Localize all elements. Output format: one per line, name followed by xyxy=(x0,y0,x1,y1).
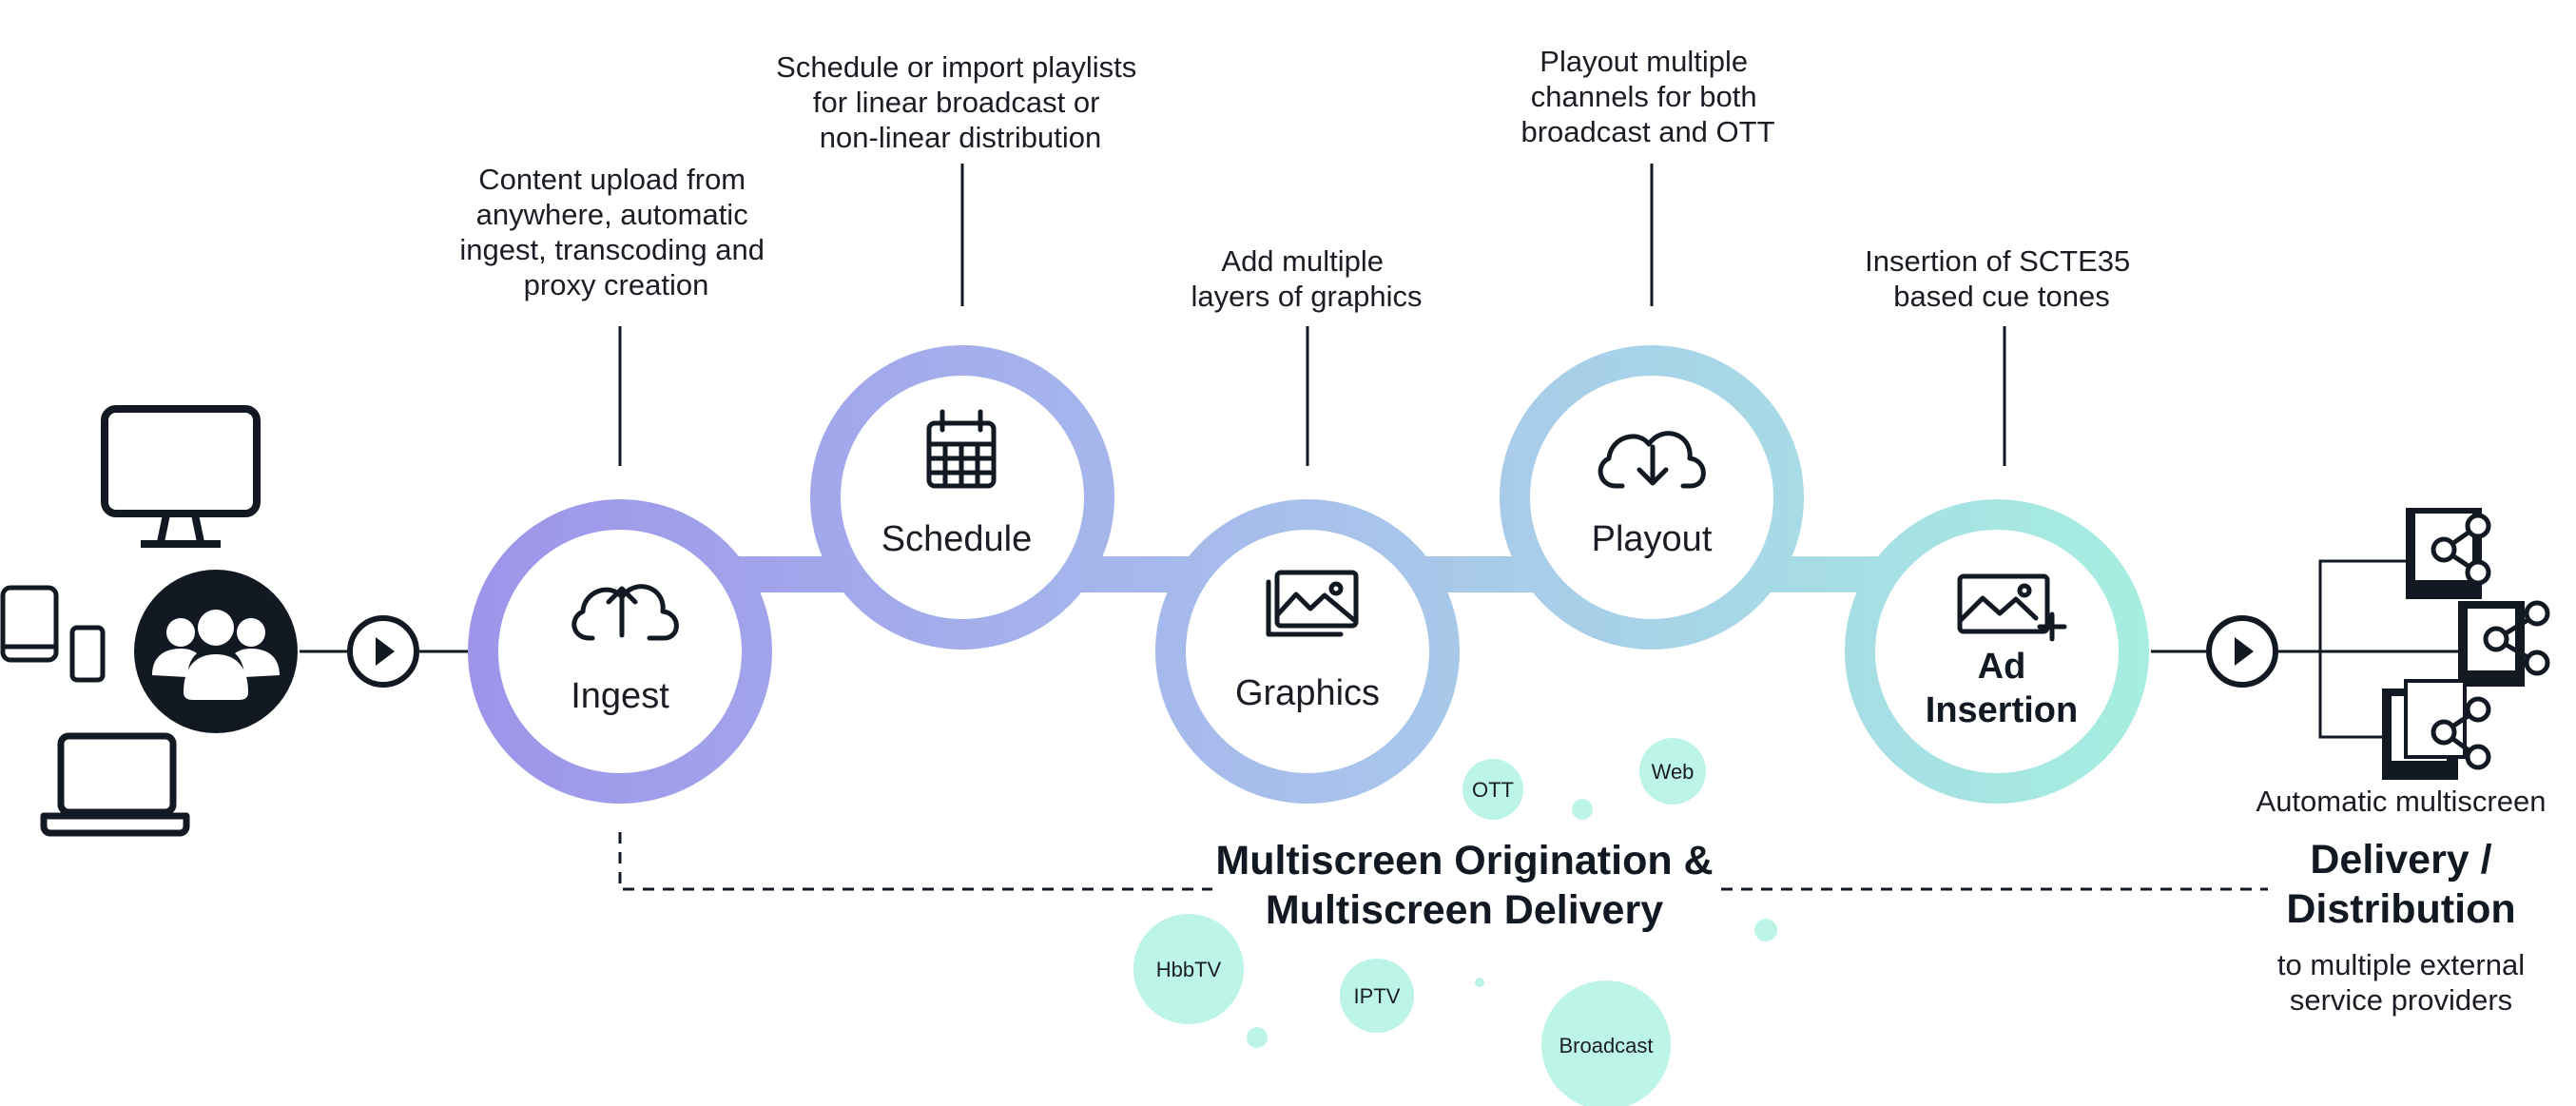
monitor-icon xyxy=(101,405,261,548)
step-label-schedule: Schedule xyxy=(881,519,1032,559)
share-screen-icon-top xyxy=(2406,508,2491,599)
bubble-label-iptv: IPTV xyxy=(1354,984,1401,1008)
bubble-iptv xyxy=(1340,959,1414,1033)
bubble-label-ott: OTT xyxy=(1472,778,1514,802)
delivery-title-line1: Delivery / xyxy=(2310,837,2491,883)
image-add-icon xyxy=(1957,573,2067,642)
annotation-playout: Playout multiple channels for both broad… xyxy=(1520,45,1774,148)
delivery-top-text: Automatic multiscreen xyxy=(2256,785,2547,818)
channel-bubbles xyxy=(1133,738,1777,1106)
tablet-icon xyxy=(0,585,59,663)
cloud-download-icon xyxy=(1598,431,1706,489)
bubble-ott xyxy=(1462,759,1523,820)
step-label-ad: Ad xyxy=(1978,647,2026,687)
bubble-label-hbbtv: HbbTV xyxy=(1156,958,1222,981)
bubble-label-broadcast: Broadcast xyxy=(1559,1034,1653,1057)
step-label-playout: Playout xyxy=(1592,519,1713,559)
laptop-icon xyxy=(40,732,190,837)
delivery-bottom-line2: service providers xyxy=(2290,983,2512,1017)
annotation-ad-insertion: Insertion of SCTE35 based cue tones xyxy=(1865,244,2139,313)
annotation-schedule: Schedule or import playlists for linear … xyxy=(776,50,1145,154)
annotation-ingest: Content upload from anywhere, automatic … xyxy=(459,163,772,301)
step-label-graphics: Graphics xyxy=(1235,673,1380,713)
center-title-line1: Multiscreen Origination & xyxy=(1215,838,1713,883)
bubble-web xyxy=(1639,738,1706,805)
step-label-insertion: Insertion xyxy=(1926,690,2078,730)
bubble-broadcast xyxy=(1541,980,1671,1106)
calendar-icon xyxy=(926,409,997,489)
phone-icon xyxy=(69,625,106,683)
image-layers-icon xyxy=(1266,570,1359,637)
cloud-upload-icon xyxy=(571,584,679,641)
distribution-tree xyxy=(2318,559,2458,739)
play-icon-right xyxy=(2206,615,2278,688)
play-icon-left xyxy=(347,615,419,688)
bubble-label-web: Web xyxy=(1652,760,1695,784)
center-title-line2: Multiscreen Delivery xyxy=(1266,887,1663,933)
step-label-ingest: Ingest xyxy=(571,676,669,716)
annotations: Content upload from anywhere, automatic … xyxy=(459,45,2139,313)
delivery-title-line2: Distribution xyxy=(2286,886,2515,932)
bubble-hbbtv xyxy=(1133,914,1244,1024)
delivery-bottom-line1: to multiple external xyxy=(2277,948,2525,981)
share-screen-icon-bottom xyxy=(2382,679,2491,780)
users-icon xyxy=(134,570,298,733)
share-screen-icon-middle xyxy=(2458,600,2550,687)
annotation-graphics: Add multiple layers of graphics xyxy=(1191,244,1423,313)
